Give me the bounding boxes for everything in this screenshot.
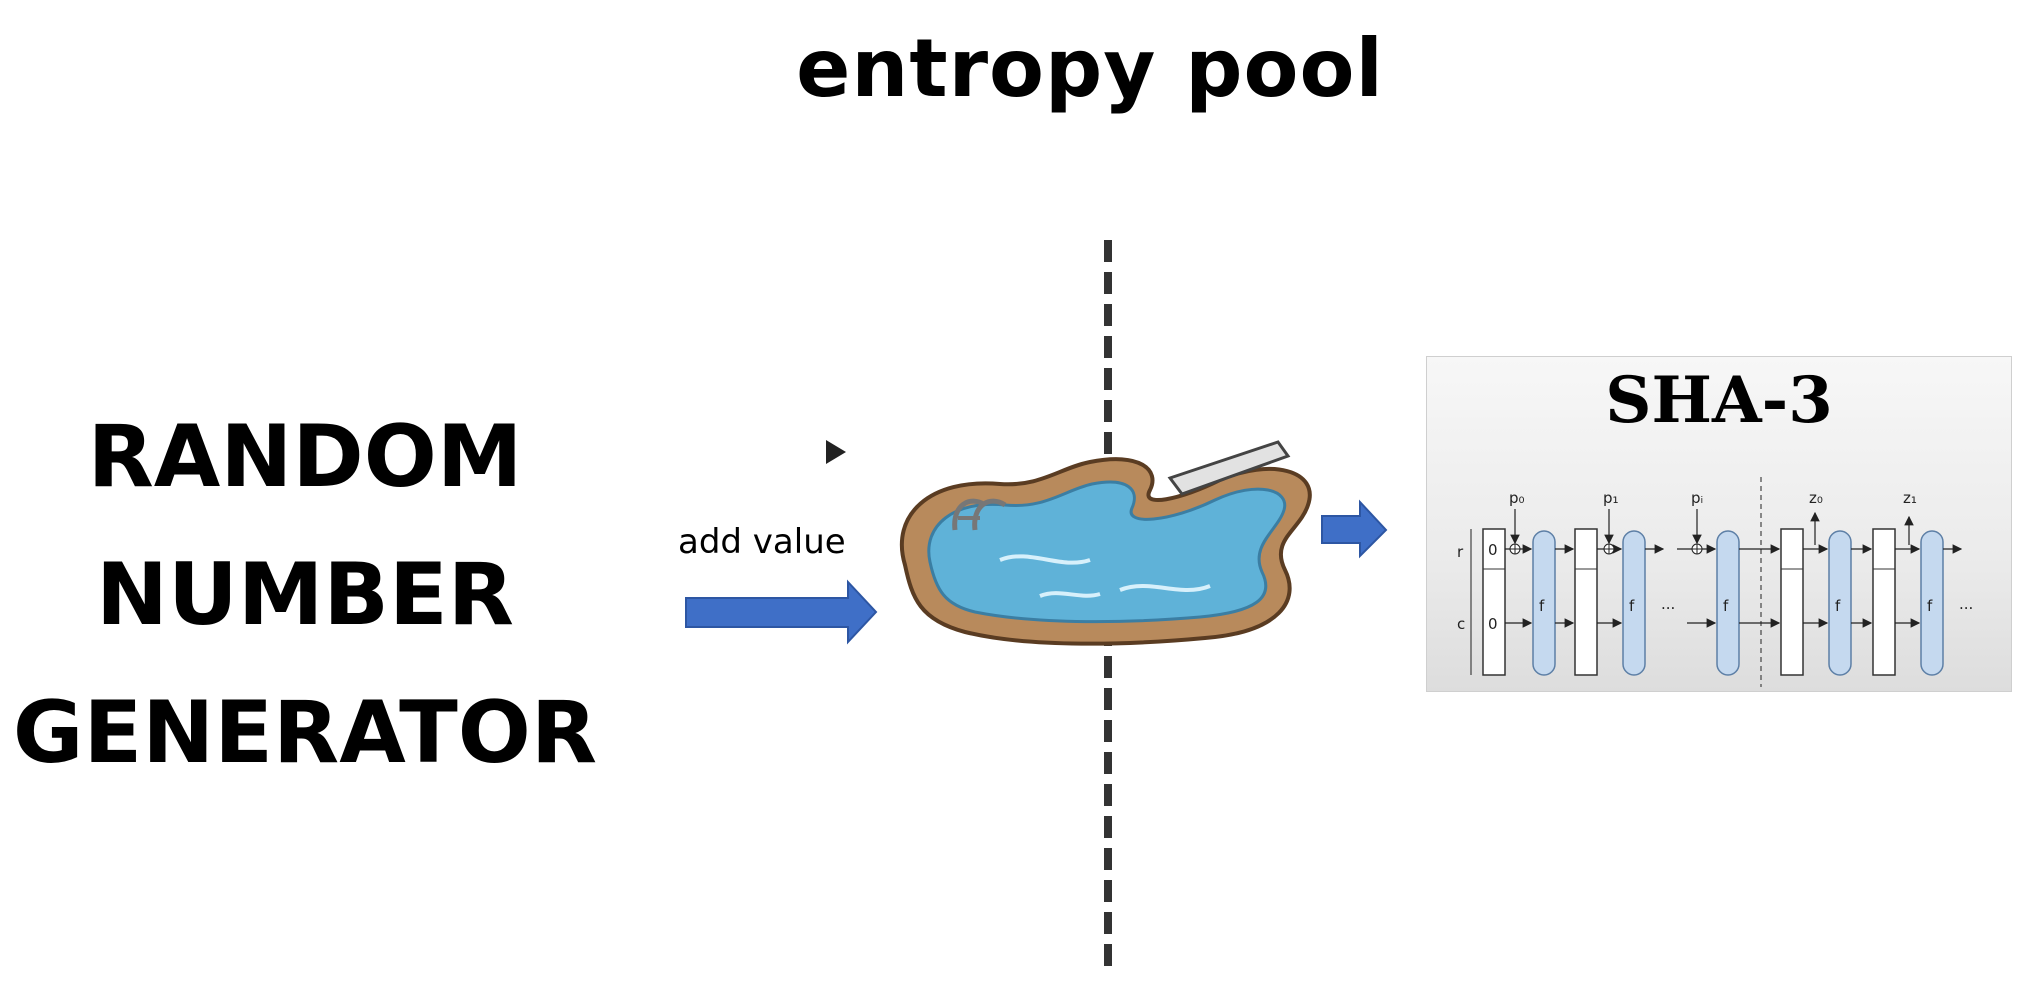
pool-icon xyxy=(899,440,1312,646)
f-capsule-3 xyxy=(1716,530,1740,676)
zero-c: 0 xyxy=(1488,615,1498,633)
f-capsule-2 xyxy=(1622,530,1646,676)
add-value-label: add value xyxy=(678,522,846,562)
input-p0: p₀ xyxy=(1509,489,1525,507)
cursor-icon xyxy=(826,440,846,464)
diagram-title: entropy pool xyxy=(796,22,1384,115)
ellipsis-1: ... xyxy=(1661,595,1675,613)
output-arrow xyxy=(1321,499,1388,559)
f-label-2: f xyxy=(1629,597,1635,615)
sponge-construction-diagram: r c 0 0 f f ... f f f ... xyxy=(1457,477,1973,687)
zero-r: 0 xyxy=(1488,541,1498,559)
sha3-title: SHA-3 xyxy=(1605,363,1833,438)
f-capsule-4 xyxy=(1828,530,1852,676)
f-label-4: f xyxy=(1835,597,1841,615)
f-capsule-5 xyxy=(1920,530,1944,676)
output-z0: z₀ xyxy=(1809,489,1823,507)
f-label-1: f xyxy=(1539,597,1545,615)
f-label-3: f xyxy=(1723,597,1729,615)
sha3-figure: SHA-3 r c 0 0 f f ... f xyxy=(1426,356,2012,692)
generator-line-2: NUMBER xyxy=(96,545,514,645)
generator-line-1: RANDOM xyxy=(87,407,523,507)
generator-line-3: GENERATOR xyxy=(12,683,598,783)
capacity-label: c xyxy=(1457,615,1465,633)
input-pi: pᵢ xyxy=(1691,489,1703,507)
random-number-generator-label: RANDOM NUMBER GENERATOR xyxy=(0,388,610,802)
output-z1: z₁ xyxy=(1903,489,1917,507)
ellipsis-2: ... xyxy=(1959,595,1973,613)
input-p1: p₁ xyxy=(1603,489,1619,507)
add-value-arrow xyxy=(685,579,878,645)
f-label-5: f xyxy=(1927,597,1933,615)
f-capsule-1 xyxy=(1532,530,1556,676)
rate-label: r xyxy=(1457,543,1464,561)
